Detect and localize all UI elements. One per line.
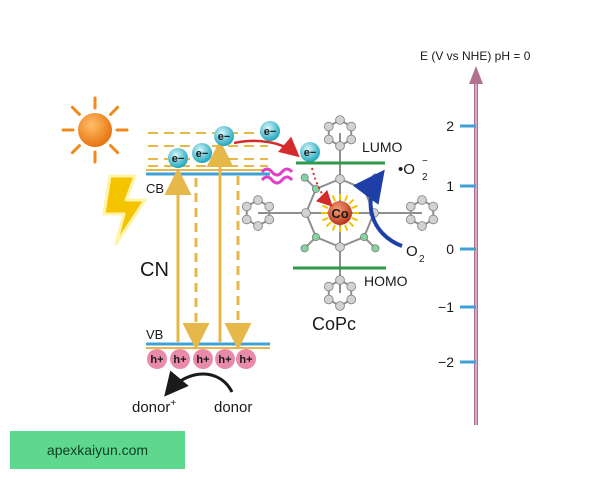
svg-text:−: − [422,156,428,167]
sun-icon [61,96,129,164]
potential-scale: E (V vs NHE) pH = 0 210−1−2 [420,49,531,425]
electron: e− [260,121,280,141]
scale-tick-label: −2 [438,354,454,370]
scale-tick-label: 0 [446,241,454,257]
scale-tick-label: 1 [446,178,454,194]
svg-text:e−: e− [218,131,231,143]
co-label: Co [331,206,348,221]
scale-tick: −1 [438,299,476,315]
homo-label: HOMO [364,273,408,289]
svg-text:e−: e− [172,153,185,165]
electron-transfer-arrow [233,136,300,158]
superoxide-label: •O [398,161,415,178]
scale-tick: 2 [446,118,476,134]
svg-text:2: 2 [419,254,425,265]
scale-tick: 0 [446,241,476,257]
scale-tick-label: −1 [438,299,454,315]
hole: h+ [236,349,256,369]
lightning-icon [102,174,147,246]
cb-label: CB [146,181,164,196]
electron: e− [300,142,320,162]
copc-molecule-icon: Co [241,115,439,311]
donor-label: donor [214,399,252,416]
copc-label: CoPc [312,314,356,334]
donor-arrow [164,370,234,397]
vb-label: VB [146,327,163,342]
svg-text:h+: h+ [239,354,252,366]
electron: e− [192,143,212,163]
wave-icon [260,167,294,185]
cn-electrons: e− e− e− e− e− [168,121,320,168]
scale-title: E (V vs NHE) pH = 0 [420,49,531,63]
hole: h+ [170,349,190,369]
svg-text:e−: e− [304,147,317,159]
svg-text:h+: h+ [173,354,186,366]
donor-plus-label: donor+ [132,398,176,416]
electron: e− [214,126,234,146]
cn-label: CN [140,259,169,281]
scale-tick: 1 [446,178,476,194]
scale-tick: −2 [438,354,476,370]
o2-reduction-arrow [352,169,403,248]
hole: h+ [147,349,167,369]
svg-text:e−: e− [196,148,209,160]
svg-text:h+: h+ [150,354,163,366]
cn-holes: h+ h+ h+ h+ h+ [147,349,256,369]
lumo-label: LUMO [362,139,403,155]
svg-text:e−: e− [264,126,277,138]
scale-tick-label: 2 [446,118,454,134]
svg-text:h+: h+ [218,354,231,366]
o2-label: O [406,243,418,260]
hole: h+ [193,349,213,369]
svg-text:2: 2 [422,172,428,183]
watermark: apexkaiyun.com [10,431,185,469]
cn-band-structure [146,132,270,350]
svg-text:h+: h+ [196,354,209,366]
electron: e− [168,148,188,168]
hole: h+ [215,349,235,369]
